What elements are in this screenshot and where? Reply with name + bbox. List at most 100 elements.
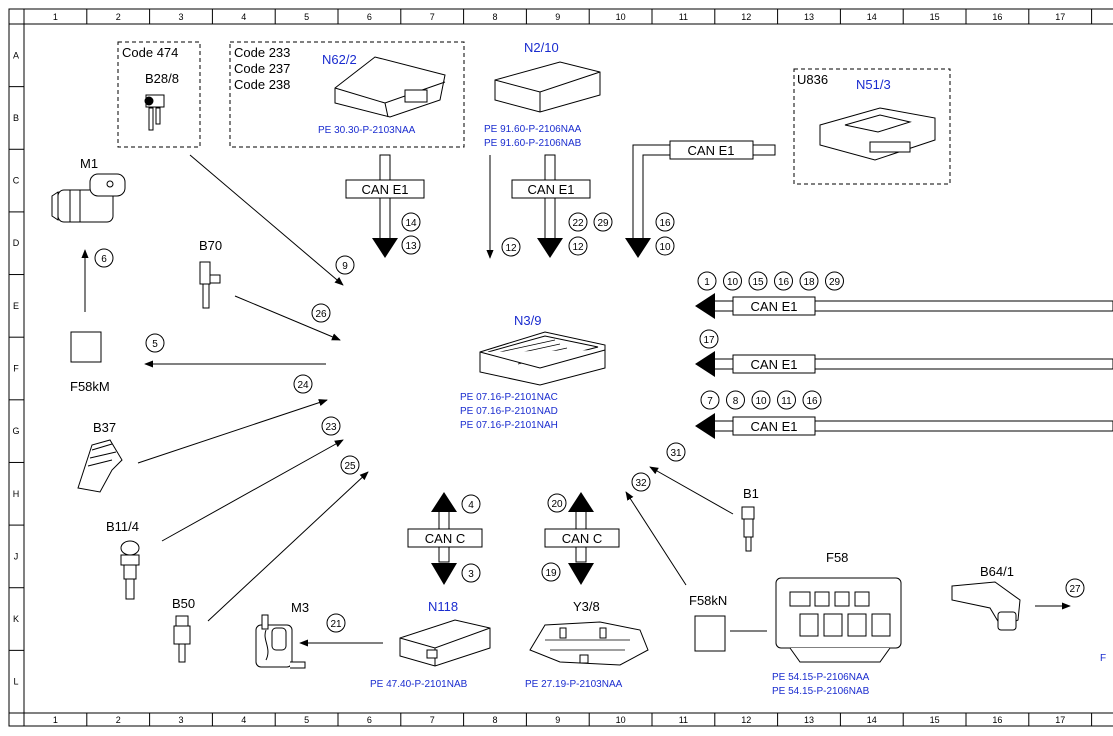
grid-row-label: D	[13, 238, 20, 248]
can-bus-right-2: CAN E1 17	[695, 329, 1113, 377]
signal-29: 29	[597, 218, 609, 229]
y3-8-label: Y3/8	[573, 599, 600, 614]
signal-3: 3	[468, 569, 474, 580]
component-f58kn: F58kN 32	[625, 472, 767, 652]
b70-sensor-icon	[199, 261, 221, 309]
n62-2-module-icon	[334, 56, 446, 118]
signal-circle	[774, 271, 793, 291]
b64-1-label: B64/1	[980, 564, 1014, 579]
b1-label: B1	[743, 486, 759, 501]
m1-label: M1	[80, 156, 98, 171]
n3-9-ref-3: PE 07.16-P-2101NAH	[460, 420, 558, 431]
can-c-label: CAN C	[425, 531, 465, 546]
can-e1-label: CAN E1	[751, 419, 798, 434]
signal-13: 13	[405, 241, 417, 252]
signal-16: 16	[778, 277, 790, 288]
signal-circle	[777, 390, 796, 410]
signal-1: 1	[704, 277, 710, 288]
signal-20: 20	[551, 499, 563, 510]
signal-24: 24	[297, 380, 309, 391]
signal-circle	[723, 271, 742, 291]
grid-column-label: 6	[367, 715, 372, 725]
grid-row-label: K	[13, 614, 19, 624]
b28-8-label: B28/8	[145, 71, 179, 86]
b37-pedal-icon	[77, 439, 123, 493]
grid-row-label: C	[13, 176, 20, 186]
grid-column-label: 11	[679, 715, 688, 725]
b11-4-label: B11/4	[106, 519, 139, 534]
signal-circle	[751, 390, 771, 410]
b11-4-sensor-icon	[120, 540, 140, 600]
grid-row-label: G	[12, 426, 19, 436]
component-n51-3: U836 N51/3	[793, 68, 951, 185]
signal-22: 22	[572, 218, 584, 229]
grid-column-label: 14	[867, 12, 877, 22]
grid-column-label: 1	[53, 12, 58, 22]
grid-column-label: 7	[430, 715, 435, 725]
edge-ref: F	[1100, 653, 1106, 664]
m3-fuel-pump-icon	[255, 614, 306, 669]
n51-3-label: N51/3	[856, 77, 891, 92]
f58-fuse-box-icon	[775, 577, 902, 663]
starter-motor-icon	[51, 173, 126, 223]
can-bus-n2-10: CAN E1 22 29 12	[511, 154, 613, 258]
can-e1-label: CAN E1	[528, 182, 575, 197]
grid-column-label: 16	[992, 715, 1002, 725]
signal-circle	[748, 271, 768, 291]
grid-column-label: 12	[741, 12, 751, 22]
signal-32: 32	[635, 478, 647, 489]
b28-8-icon	[144, 94, 165, 131]
grid-row-label: A	[13, 50, 19, 60]
f58kn-label: F58kN	[689, 593, 727, 608]
grid-column-label: 13	[804, 715, 814, 725]
signal-5: 5	[152, 339, 158, 350]
f58-ref-2: PE 54.15-P-2106NAB	[772, 686, 870, 697]
grid-frame	[8, 8, 1113, 727]
n3-9-ref-2: PE 07.16-P-2101NAD	[460, 406, 558, 417]
signal-circle	[799, 271, 819, 291]
signal-10: 10	[727, 277, 739, 288]
b37-label: B37	[93, 420, 116, 435]
signal-circle	[700, 390, 720, 410]
signal-10: 10	[659, 242, 671, 253]
signal-16: 16	[659, 218, 671, 229]
component-b50: B50 25	[172, 455, 369, 663]
can-bus-n51-3: CAN E1 16 10	[625, 140, 776, 258]
signal-15: 15	[752, 277, 764, 288]
signal-7: 7	[707, 396, 713, 407]
signal-circle	[802, 390, 822, 410]
component-b64-1: B64/1 27 F	[951, 564, 1106, 664]
code-474-label: Code 474	[122, 45, 178, 60]
grid-column-label: 2	[116, 715, 121, 725]
grid-column-label: 15	[930, 12, 940, 22]
n62-2-label: N62/2	[322, 52, 357, 67]
grid-row-label: E	[13, 301, 19, 311]
n3-9-label: N3/9	[514, 313, 541, 328]
grid-column-label: 11	[679, 12, 688, 22]
n118-label: N118	[428, 599, 458, 614]
signal-circle	[726, 390, 745, 410]
n2-10-ref-2: PE 91.60-P-2106NAB	[484, 138, 582, 149]
component-f58km: F58kM 5	[70, 331, 326, 394]
n3-9-module-icon	[479, 331, 606, 386]
grid-column-label: 1	[53, 715, 58, 725]
component-b1: B1 31	[649, 442, 759, 552]
grid-column-label: 15	[930, 715, 940, 725]
component-n3-9: N3/9 PE 07.16-P-2101NAC PE 07.16-P-2101N…	[460, 313, 606, 431]
grid-column-label: 14	[867, 715, 877, 725]
signal-18: 18	[803, 277, 815, 288]
grid-column-label: 12	[741, 715, 751, 725]
n3-9-ref-1: PE 07.16-P-2101NAC	[460, 392, 558, 403]
n118-module-icon	[399, 619, 491, 667]
line-n2-10: 12	[486, 155, 521, 259]
signal-29: 29	[829, 277, 841, 288]
can-bus-n62: CAN E1 14 13	[345, 154, 425, 258]
component-f58: F58 PE 54.15-P-2106NAA PE 54.15-P-2106NA…	[772, 550, 902, 697]
component-m3: M3 21	[255, 600, 383, 669]
signal-16: 16	[806, 396, 818, 407]
grid-row-label: J	[14, 551, 19, 561]
signal-12-line: 12	[505, 243, 517, 254]
component-n118: CAN C 4 3 N118 PE 47.40-P-2101NAB	[370, 492, 491, 690]
y3-8-ref: PE 27.19-P-2103NAA	[525, 679, 623, 690]
